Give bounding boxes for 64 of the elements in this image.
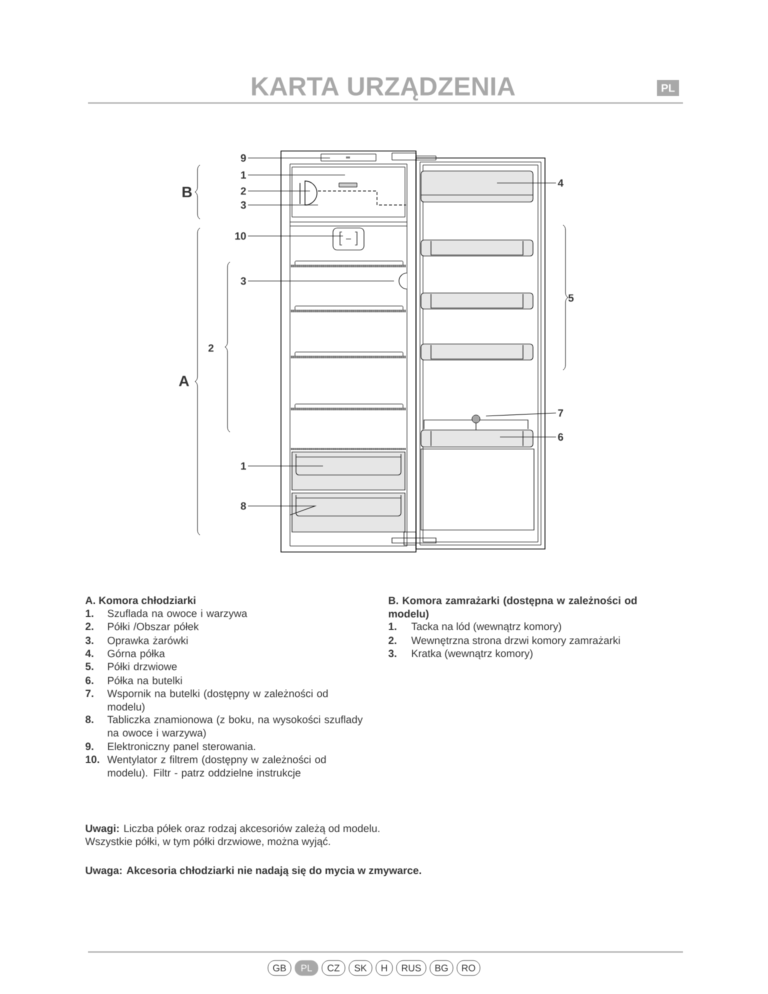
list-number: 9. <box>86 742 94 750</box>
list-number: 4. <box>85 650 94 657</box>
list-item-text: Elektroniczny panel sterowania. <box>108 742 256 752</box>
callout-number: 7 <box>558 409 564 417</box>
list-number: 8. <box>86 716 94 724</box>
list-item-text: Oprawka żarówki <box>108 636 188 646</box>
list-number: 1. <box>388 622 396 630</box>
list-number: 3. <box>85 636 94 644</box>
callout-number: 1 <box>241 171 246 179</box>
callout-number: 2 <box>240 187 246 195</box>
language-badge: RUS <box>396 960 426 976</box>
list-item-text: Szuflada na owoce i warzywa <box>108 609 248 620</box>
callout-number: 9 <box>240 154 246 162</box>
leader-line <box>248 280 394 282</box>
bracket-label: 2 <box>208 344 214 352</box>
bracket-label: A <box>178 376 189 386</box>
list-item-text: Tacka na lód (wewnątrz komory) <box>411 622 562 632</box>
list-number: 2. <box>86 622 94 630</box>
list-number: 6. <box>86 676 94 684</box>
note-text: Uwaga: Akcesoria chłodziarki nie nadają się do mycia w zmywarce. <box>86 866 421 876</box>
callout-number: 10 <box>235 232 246 240</box>
list-item-text: Wewnętrzna strona drzwi komory zamrażarki <box>411 636 620 646</box>
list-number: 3. <box>388 650 396 658</box>
list-item-text: Półki /Obszar półek <box>108 622 199 632</box>
list-item-text: Tabliczka znamionowa (z boku, na wysokości szuflady na owoce i warzywa) <box>107 715 363 739</box>
callout-number: 1 <box>241 462 246 470</box>
list-number: 2. <box>388 636 396 644</box>
list-number: 10. <box>86 756 100 764</box>
leader-line <box>248 190 310 192</box>
bracket-label: 5 <box>568 294 574 302</box>
leader-line <box>248 204 318 206</box>
language-badge: RO <box>456 960 480 976</box>
leader-line <box>496 182 556 184</box>
language-badge: PL <box>294 960 318 976</box>
leader-line <box>248 506 317 516</box>
language-badge: GB <box>268 960 292 976</box>
list-item-text: Wspornik na butelki (dostępny w zależności od modelu) <box>107 689 328 713</box>
language-badge: PL <box>656 80 680 96</box>
language-badge: SK <box>348 960 372 976</box>
note-text: Wszystkie półki, w tym półki drzwiowe, można wyjąć. <box>85 837 330 848</box>
list-item-text: Górna półka <box>108 649 165 660</box>
list-number: 1. <box>86 610 94 617</box>
leader-line <box>500 436 556 438</box>
list-number: 7. <box>86 690 94 697</box>
language-badge: CZ <box>322 960 346 976</box>
list-item-text: Wentylator z filtrem (dostępny w zależności od modelu). Filtr - patrz oddzielne instrukcje <box>107 755 326 779</box>
list-item-text: Kratka (wewnątrz komory) <box>412 649 532 660</box>
list-item-text: Półka na butelki <box>108 676 182 684</box>
list-number: 5. <box>86 662 94 670</box>
section-heading: B. Komora zamrażarki (dostępna w zależności od modelu) <box>388 596 637 620</box>
note-text: Uwagi: Liczba półek oraz rodzaj akcesoriów zależą od modelu. <box>86 824 380 834</box>
leader-line <box>248 174 346 176</box>
language-badge: BG <box>430 960 454 976</box>
callout-number: 3 <box>240 201 246 209</box>
callout-number: 3 <box>240 277 246 285</box>
callout-number: 4 <box>558 179 564 187</box>
leader-line <box>486 412 556 416</box>
callout-number: 6 <box>558 433 564 441</box>
list-item-text: Półki drzwiowe <box>108 662 177 670</box>
language-badge: H <box>376 960 393 976</box>
callout-number: 8 <box>240 502 246 510</box>
section-heading: A. Komora chłodziarki <box>85 596 196 604</box>
bracket-label: B <box>182 186 192 198</box>
page-title: KARTA URZĄDZENIA <box>252 77 515 101</box>
